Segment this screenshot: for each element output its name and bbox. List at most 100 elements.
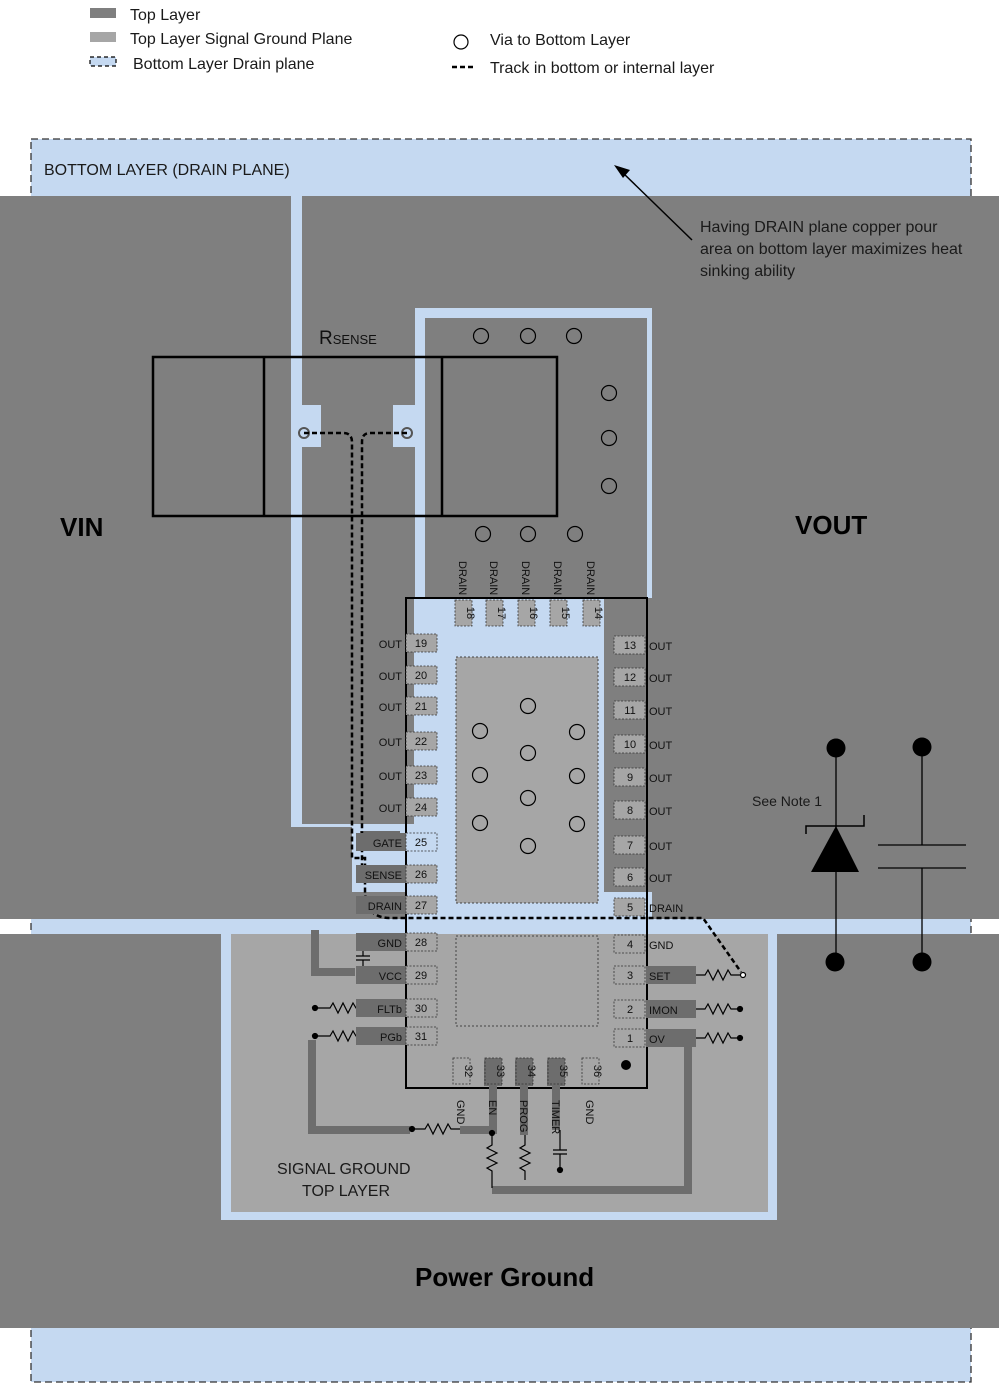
pin-trace <box>646 1000 696 1018</box>
rsense-body <box>151 355 559 518</box>
pin-pad <box>405 832 438 852</box>
pin-label: OUT <box>649 806 673 818</box>
pin-label: OUT <box>649 641 673 653</box>
legend-label-track: Track in bottom or internal layer <box>490 60 715 77</box>
pin-label: VCC <box>379 971 402 983</box>
pin-label: OUT <box>379 771 403 783</box>
pin-pad <box>613 999 646 1019</box>
pin-trace <box>356 966 406 984</box>
pin-label: OV <box>649 1034 666 1046</box>
pin-label: OUT <box>379 671 403 683</box>
pin-trace <box>356 999 406 1017</box>
bottom-layer-label: BOTTOM LAYER (DRAIN PLANE) <box>44 162 290 179</box>
vin-top-layer-pour <box>0 196 407 919</box>
gnd-trace <box>311 930 355 976</box>
pin-pad <box>613 1028 646 1048</box>
pin-pad <box>405 665 438 685</box>
cap-terminal-top <box>912 737 932 757</box>
pin-label: DRAIN <box>456 561 468 595</box>
gnd-loop-trace <box>308 1040 410 1134</box>
power-ground-pour <box>0 934 999 1328</box>
pin-number: 7 <box>627 840 633 852</box>
pin-number: 4 <box>627 939 633 951</box>
legend-swatch-drain-plane <box>89 56 117 67</box>
prog-resistor <box>518 1135 532 1180</box>
via <box>566 525 584 543</box>
pgb-resistor <box>316 1029 360 1043</box>
pin-number: 21 <box>415 701 427 713</box>
en-trace <box>460 1080 497 1134</box>
pin-pad <box>613 667 646 687</box>
pin-number: 22 <box>415 736 427 748</box>
pin-pad <box>405 731 438 751</box>
pin-number: 14 <box>592 607 604 619</box>
pin-number: 9 <box>627 772 633 784</box>
pin-pad <box>405 765 438 785</box>
pin-number: 6 <box>627 872 633 884</box>
pin-pad <box>405 895 438 915</box>
signal-ground-label: SIGNAL GROUND TOP LAYER <box>277 1161 415 1200</box>
pin-label: OUT <box>379 702 403 714</box>
pin-pad <box>405 797 438 817</box>
pin-label: DRAIN <box>584 561 596 595</box>
pin-pad <box>613 965 646 985</box>
pin-pad <box>613 934 646 954</box>
exposed-pad-vias <box>471 697 586 855</box>
pin-label: OUT <box>649 706 673 718</box>
via <box>568 815 586 833</box>
pin-number: 18 <box>464 607 476 619</box>
rsense-label-r: R <box>319 328 333 349</box>
imon-terminal <box>736 1005 744 1013</box>
cap-terminal-bottom <box>912 952 932 972</box>
pin-pad <box>613 835 646 855</box>
pin-pad <box>613 867 646 887</box>
pin-number: 33 <box>494 1065 506 1077</box>
signal-ground-line-1: SIGNAL GROUND <box>277 1161 411 1178</box>
vout-label: VOUT <box>795 510 867 540</box>
pin-pad <box>484 1057 503 1085</box>
via <box>568 767 586 785</box>
rsense-resistor: RSENSE <box>151 328 559 518</box>
tvs-diode <box>805 738 865 972</box>
pin-pad <box>547 1057 566 1085</box>
via <box>565 327 583 345</box>
pin-pad <box>485 599 504 627</box>
signal-ground-line-2: TOP LAYER <box>302 1183 390 1200</box>
pin-number: 3 <box>627 970 633 982</box>
pin-label: SET <box>649 971 671 983</box>
diode-bar <box>805 815 865 834</box>
pin-label: OUT <box>379 639 403 651</box>
pin-number: 17 <box>495 607 507 619</box>
pin-pad <box>582 599 601 627</box>
rsense-label-sub: SENSE <box>333 332 377 347</box>
diode-terminal-bottom <box>825 952 845 972</box>
via <box>519 327 537 345</box>
pin-pad <box>613 700 646 720</box>
pin-pad <box>613 767 646 787</box>
pin-label: OUT <box>649 841 673 853</box>
output-capacitor <box>878 737 966 972</box>
via <box>568 723 586 741</box>
pin-number: 27 <box>415 900 427 912</box>
pin-number: 24 <box>415 802 427 814</box>
pin-pad <box>581 1057 600 1085</box>
rsense-pad-gap-left <box>291 405 321 447</box>
imon-resistor <box>690 1002 738 1016</box>
vout-top-layer-pour <box>302 196 999 919</box>
diode-terminal-top <box>826 738 846 758</box>
legend-label-signal-ground: Top Layer Signal Ground Plane <box>130 31 352 48</box>
sense-track <box>304 431 743 973</box>
fltb-terminal <box>311 1004 319 1012</box>
pin-label: EN <box>486 1100 498 1115</box>
legend-label-via: Via to Bottom Layer <box>490 32 631 49</box>
pin-number: 10 <box>624 739 636 751</box>
pin-number: 30 <box>415 1003 427 1015</box>
pin-label: DRAIN <box>551 561 563 595</box>
see-note-label: See Note 1 <box>752 793 822 809</box>
pin-pad <box>613 734 646 754</box>
note-line-3: sinking ability <box>700 263 795 280</box>
pin-label: GND <box>378 938 403 950</box>
pin-pad <box>405 965 438 985</box>
exposed-pad-gnd <box>455 935 599 1027</box>
pin-number: 20 <box>415 670 427 682</box>
